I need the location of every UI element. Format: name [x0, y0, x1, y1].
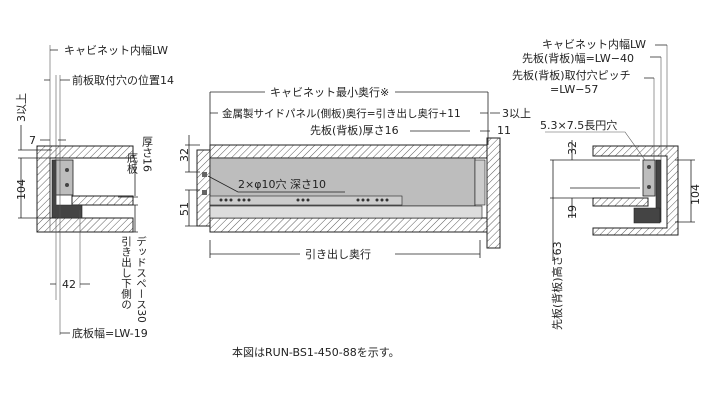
mount-bracket: [642, 159, 656, 197]
dim-42: 42: [62, 278, 76, 291]
front-mount-hole-position-label: 前板取付穴の位置14: [72, 73, 174, 87]
side-panel-depth-label: 金属製サイドパネル(側板)奥行=引き出し奥行+11: [222, 107, 461, 120]
back-height-label: 先板(背板)高さ63: [550, 241, 564, 330]
bottom-thickness-label: 厚さ16: [141, 136, 154, 172]
dead-space-label-1: 引き出し下側の: [120, 235, 132, 309]
right-dim-32: 32: [566, 141, 579, 155]
slide-rail: [51, 159, 57, 219]
back-width-label: 先板(背板)幅=LW−40: [522, 51, 634, 65]
drawer-bottom-board: [592, 197, 649, 207]
right-dim-19: 19: [566, 205, 579, 219]
front-panel: [486, 137, 501, 249]
right-dim-104: 104: [689, 184, 702, 205]
cabinet-min-depth-label: キャビネット最小奥行※: [270, 85, 389, 99]
back-hole-pitch-label-1: 先板(背板)取付穴ピッチ: [512, 68, 631, 82]
cabinet-inner-width-label: キャビネット内幅LW: [64, 43, 168, 57]
back-hole-pitch-label-2: =LW−57: [550, 83, 598, 96]
right-cabinet-inner-width-label: キャビネット内幅LW: [542, 37, 646, 51]
right-section-view: キャビネット内幅LW 先板(背板)幅=LW−40 先板(背板)取付穴ピッチ =L…: [512, 37, 702, 330]
slide-lower: [209, 205, 483, 219]
dim-7: 7: [29, 134, 36, 147]
left-section-view: キャビネット内幅LW 前板取付穴の位置14 3以上 7 104 底板 厚さ16 …: [15, 43, 174, 340]
dim-104: 104: [15, 179, 28, 200]
front-stub: [196, 149, 211, 227]
mount-bracket: [54, 159, 74, 196]
back-thickness-label: 先板(背板)厚さ16: [310, 123, 399, 137]
drawer-depth-label: 引き出し奥行: [305, 247, 371, 261]
slot-label: 5.3×7.5長円穴: [540, 118, 617, 132]
dim-32: 32: [178, 148, 191, 162]
slide-rail: [209, 195, 403, 206]
clearance-3-label: 3以上: [502, 107, 531, 120]
dim-51: 51: [178, 202, 191, 216]
dim-11: 11: [497, 124, 511, 137]
caption: 本図はRUN-BS1-450-88を示す。: [232, 345, 400, 359]
dead-space-label-2: デッドスペース30: [135, 235, 147, 323]
clearance-top-label: 3以上: [15, 93, 28, 122]
bottom-width-label: 底板幅=LW-19: [72, 326, 148, 340]
drawer-bottom-board: [71, 195, 134, 206]
middle-side-view: キャビネット最小奥行※ 金属製サイドパネル(側板)奥行=引き出し奥行+11 3以…: [178, 85, 531, 261]
cabinet-wall: [36, 145, 134, 233]
bottom-board-label: 底板: [126, 151, 139, 175]
holes-label: 2×φ10穴 深さ10: [238, 177, 326, 191]
cabinet-wall: [592, 145, 679, 236]
